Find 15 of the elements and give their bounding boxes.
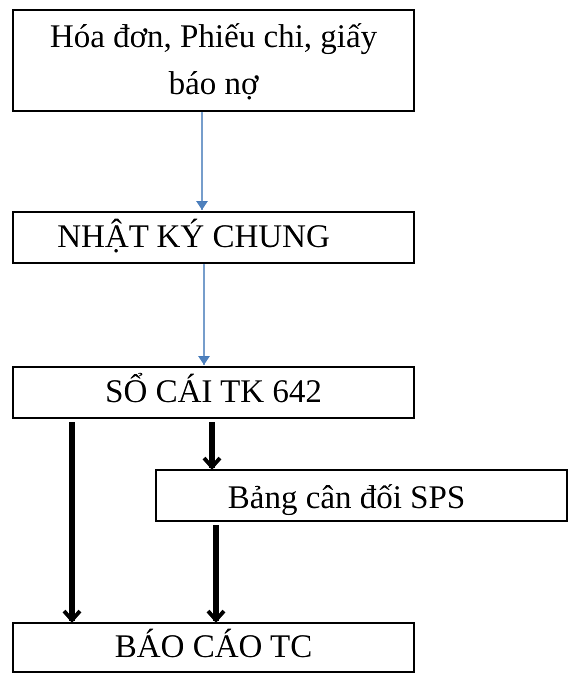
process-box <box>155 469 568 522</box>
arrow <box>196 112 208 210</box>
process-box <box>12 9 415 112</box>
arrow <box>202 422 222 469</box>
box-label: Hóa đơn, Phiếu chi, giấy báo nợ <box>48 18 378 104</box>
process-box <box>12 211 415 264</box>
process-box <box>12 622 415 673</box>
arrow <box>198 264 210 365</box>
process-box <box>12 366 415 419</box>
box-label: SỔ CÁI TK 642 <box>105 372 322 412</box>
arrow <box>206 525 226 622</box>
arrow <box>62 422 82 622</box>
box-label: NHẬT KÝ CHUNG <box>57 218 330 258</box>
box-label: BÁO CÁO TC <box>114 628 312 668</box>
box-label: Bảng cân đối SPS <box>228 479 466 518</box>
